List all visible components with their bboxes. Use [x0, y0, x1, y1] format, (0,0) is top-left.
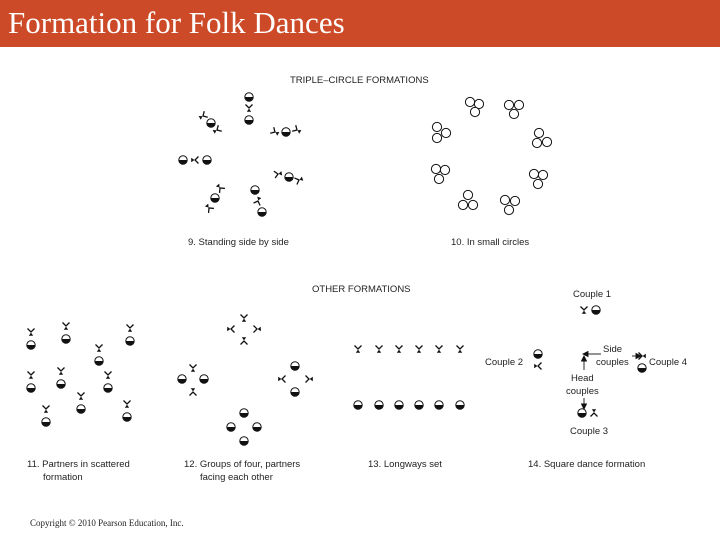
formations-diagram: TRIPLE–CIRCLE FORMATIONS OTHER FORMATION… — [26, 75, 687, 483]
caption-fig12-line1: 12. Groups of four, partners — [184, 459, 300, 470]
fig9-standing-side-by-side — [178, 92, 305, 217]
label-couple2: Couple 2 — [485, 357, 523, 368]
caption-fig11-line2: formation — [43, 472, 83, 483]
label-side-couples-1: Side — [603, 344, 622, 355]
fig10-small-circles — [430, 96, 553, 216]
fig11-scattered-partners — [26, 321, 135, 427]
caption-fig12-line2: facing each other — [200, 472, 273, 483]
fig13-longways-set — [353, 344, 465, 410]
slide-title: Formation for Folk Dances — [8, 5, 345, 40]
copyright-footer: Copyright © 2010 Pearson Education, Inc. — [30, 518, 184, 528]
label-couple1: Couple 1 — [573, 289, 611, 300]
fig12-groups-of-four — [177, 313, 314, 446]
caption-fig14: 14. Square dance formation — [528, 459, 645, 470]
title-bar: Formation for Folk Dances — [0, 0, 720, 47]
section-heading-other: OTHER FORMATIONS — [312, 284, 411, 295]
caption-fig13: 13. Longways set — [368, 459, 442, 470]
section-heading-triple: TRIPLE–CIRCLE FORMATIONS — [290, 75, 429, 86]
caption-fig9: 9. Standing side by side — [188, 237, 289, 248]
fig14-square-dance — [533, 305, 647, 418]
caption-fig10: 10. In small circles — [451, 237, 529, 248]
label-couple3: Couple 3 — [570, 426, 608, 437]
label-head-couples-1: Head — [571, 373, 594, 384]
label-couple4: Couple 4 — [649, 357, 687, 368]
caption-fig11-line1: 11. Partners in scattered — [27, 459, 130, 470]
label-head-couples-2: couples — [566, 386, 599, 397]
label-side-couples-2: couples — [596, 357, 629, 368]
